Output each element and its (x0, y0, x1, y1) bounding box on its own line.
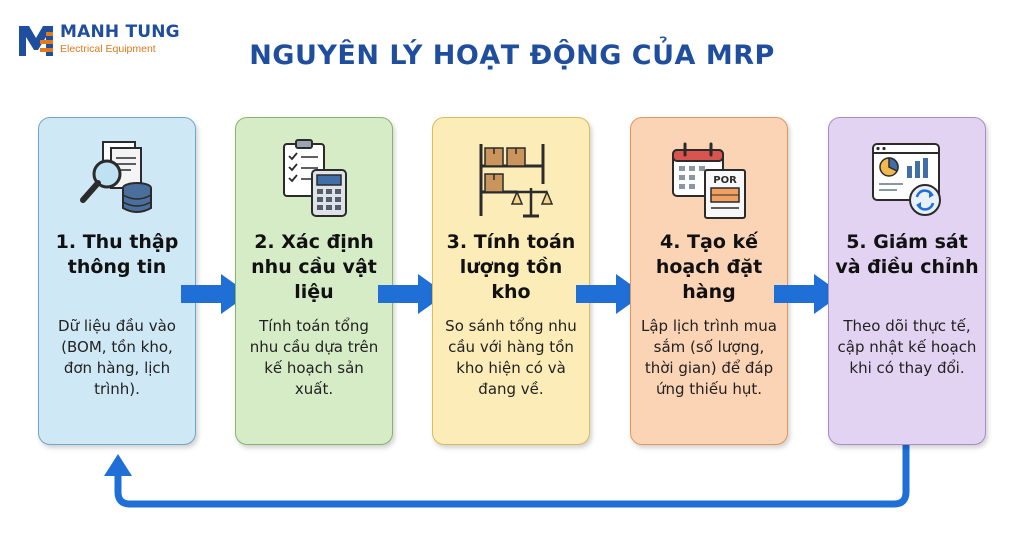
step-title: 5. Giám sát và điều chỉnh (835, 231, 979, 278)
page-title: NGUYÊN LÝ HOẠT ĐỘNG CỦA MRP (249, 40, 775, 71)
warehouse-shelf-scale-icon (479, 144, 554, 218)
step-description: Lập lịch trình mua sắm (số lượng, thời g… (640, 317, 777, 398)
brand-subtitle: Electrical Equipment (60, 43, 156, 55)
brand-name: MANH TUNG (60, 22, 180, 42)
calendar-purchase-order-icon: POR (672, 142, 746, 219)
manh-tung-logo-icon (19, 26, 53, 56)
step-description: So sánh tổng nhu cầu với hàng tồn kho hi… (445, 317, 577, 398)
step-description: Tính toán tổng nhu cầu dựa trên kế hoạch… (249, 317, 379, 398)
step-title: 2. Xác định nhu cầu vật liệu (251, 231, 377, 303)
step-description: Dữ liệu đầu vào (BOM, tồn kho, đơn hàng,… (58, 317, 176, 398)
flow-arrow-3-4 (576, 274, 644, 314)
dashboard-refresh-icon (872, 143, 941, 216)
flow-arrow-4-5 (774, 274, 842, 314)
flow-arrow-2-3 (378, 274, 446, 314)
por-icon-text: POR (713, 175, 737, 186)
checklist-calculator-icon (283, 139, 347, 217)
step-description: Theo dõi thực tế, cập nhật kế hoạch khi … (837, 317, 977, 377)
step-title: 4. Tạo kế hoạch đặt hàng (655, 231, 763, 303)
step-card-4: POR 4. Tạo kế hoạch đặt hàng Lập lịch tr… (630, 117, 788, 445)
step-card-3: 3. Tính toán lượng tồn kho So sánh tổng … (432, 117, 590, 445)
step-title: 3. Tính toán lượng tồn kho (446, 231, 576, 303)
flow-arrow-1-2 (181, 274, 249, 314)
magnifier-documents-database-icon (80, 141, 152, 213)
step-card-1: 1. Thu thập thông tin Dữ liệu đầu vào (B… (38, 117, 196, 445)
step-card-5: 5. Giám sát và điều chỉnh Theo dõi thực … (828, 117, 986, 445)
step-title: 1. Thu thập thông tin (55, 231, 179, 278)
brand-logo: MANH TUNG Electrical Equipment (16, 20, 186, 62)
step-card-2: 2. Xác định nhu cầu vật liệu Tính toán t… (235, 117, 393, 445)
